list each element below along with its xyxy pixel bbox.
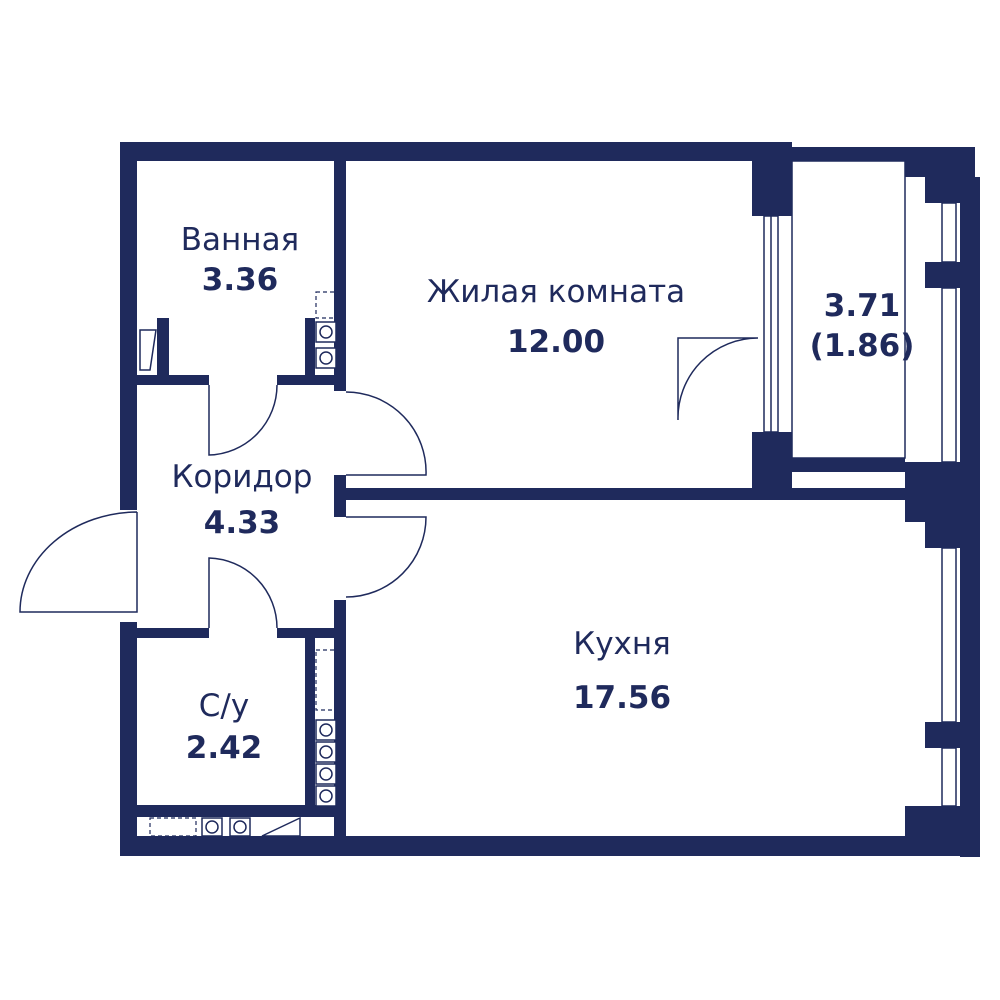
balcony-area-reduced: (1.86) [810, 328, 915, 364]
corridor-area: 4.33 [204, 505, 281, 541]
wc-name: С/у [199, 688, 249, 724]
fixtures [139, 291, 337, 837]
room-living: Жилая комната 12.00 [427, 274, 685, 360]
bathroom-name: Ванная [181, 222, 299, 258]
room-wc: С/у 2.42 [186, 688, 263, 766]
living-area: 12.00 [507, 324, 605, 360]
kitchen-name: Кухня [573, 626, 671, 662]
windows [763, 160, 957, 807]
outer-walls [120, 142, 980, 857]
interior-walls [137, 161, 906, 836]
kitchen-area: 17.56 [573, 680, 671, 716]
room-corridor: Коридор 4.33 [172, 459, 313, 541]
room-balcony: 3.71 (1.86) [810, 288, 915, 364]
room-kitchen: Кухня 17.56 [573, 626, 671, 716]
room-bathroom: Ванная 3.36 [181, 222, 299, 298]
living-name: Жилая комната [427, 274, 685, 310]
balcony-area: 3.71 [824, 288, 901, 324]
bathroom-area: 3.36 [202, 262, 279, 298]
doors [19, 337, 759, 629]
corridor-name: Коридор [172, 459, 313, 495]
wc-area: 2.42 [186, 730, 263, 766]
